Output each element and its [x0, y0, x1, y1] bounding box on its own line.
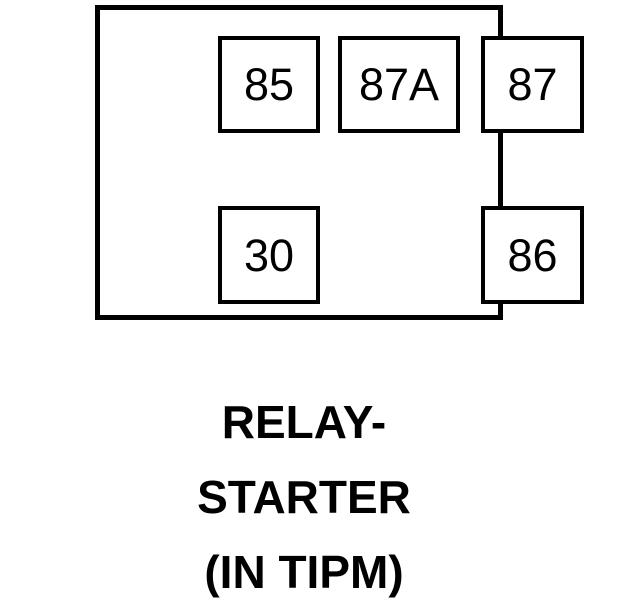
- relay-pinout-diagram: 85 87A 87 30 86: [95, 5, 584, 320]
- terminal-box-87: 87: [481, 36, 584, 133]
- caption-line-component-1: RELAY-: [221, 396, 387, 448]
- relay-body-outline: 85 87A 87 30 86: [95, 5, 584, 320]
- terminal-label-87a: 87A: [358, 59, 440, 110]
- caption-line-location: (IN TIPM): [204, 546, 404, 598]
- relay-caption: RELAY- STARTER (IN TIPM): [0, 385, 608, 610]
- terminal-box-87a: 87A: [338, 36, 460, 133]
- caption-line-component-2: STARTER: [197, 471, 411, 523]
- terminal-label-87: 87: [507, 59, 558, 110]
- terminal-label-86: 86: [507, 229, 558, 281]
- terminal-box-86: 86: [481, 206, 584, 304]
- terminal-box-30: 30: [218, 206, 320, 304]
- terminal-label-85: 85: [243, 59, 295, 110]
- terminal-box-85: 85: [218, 36, 320, 133]
- terminal-label-30: 30: [243, 229, 295, 281]
